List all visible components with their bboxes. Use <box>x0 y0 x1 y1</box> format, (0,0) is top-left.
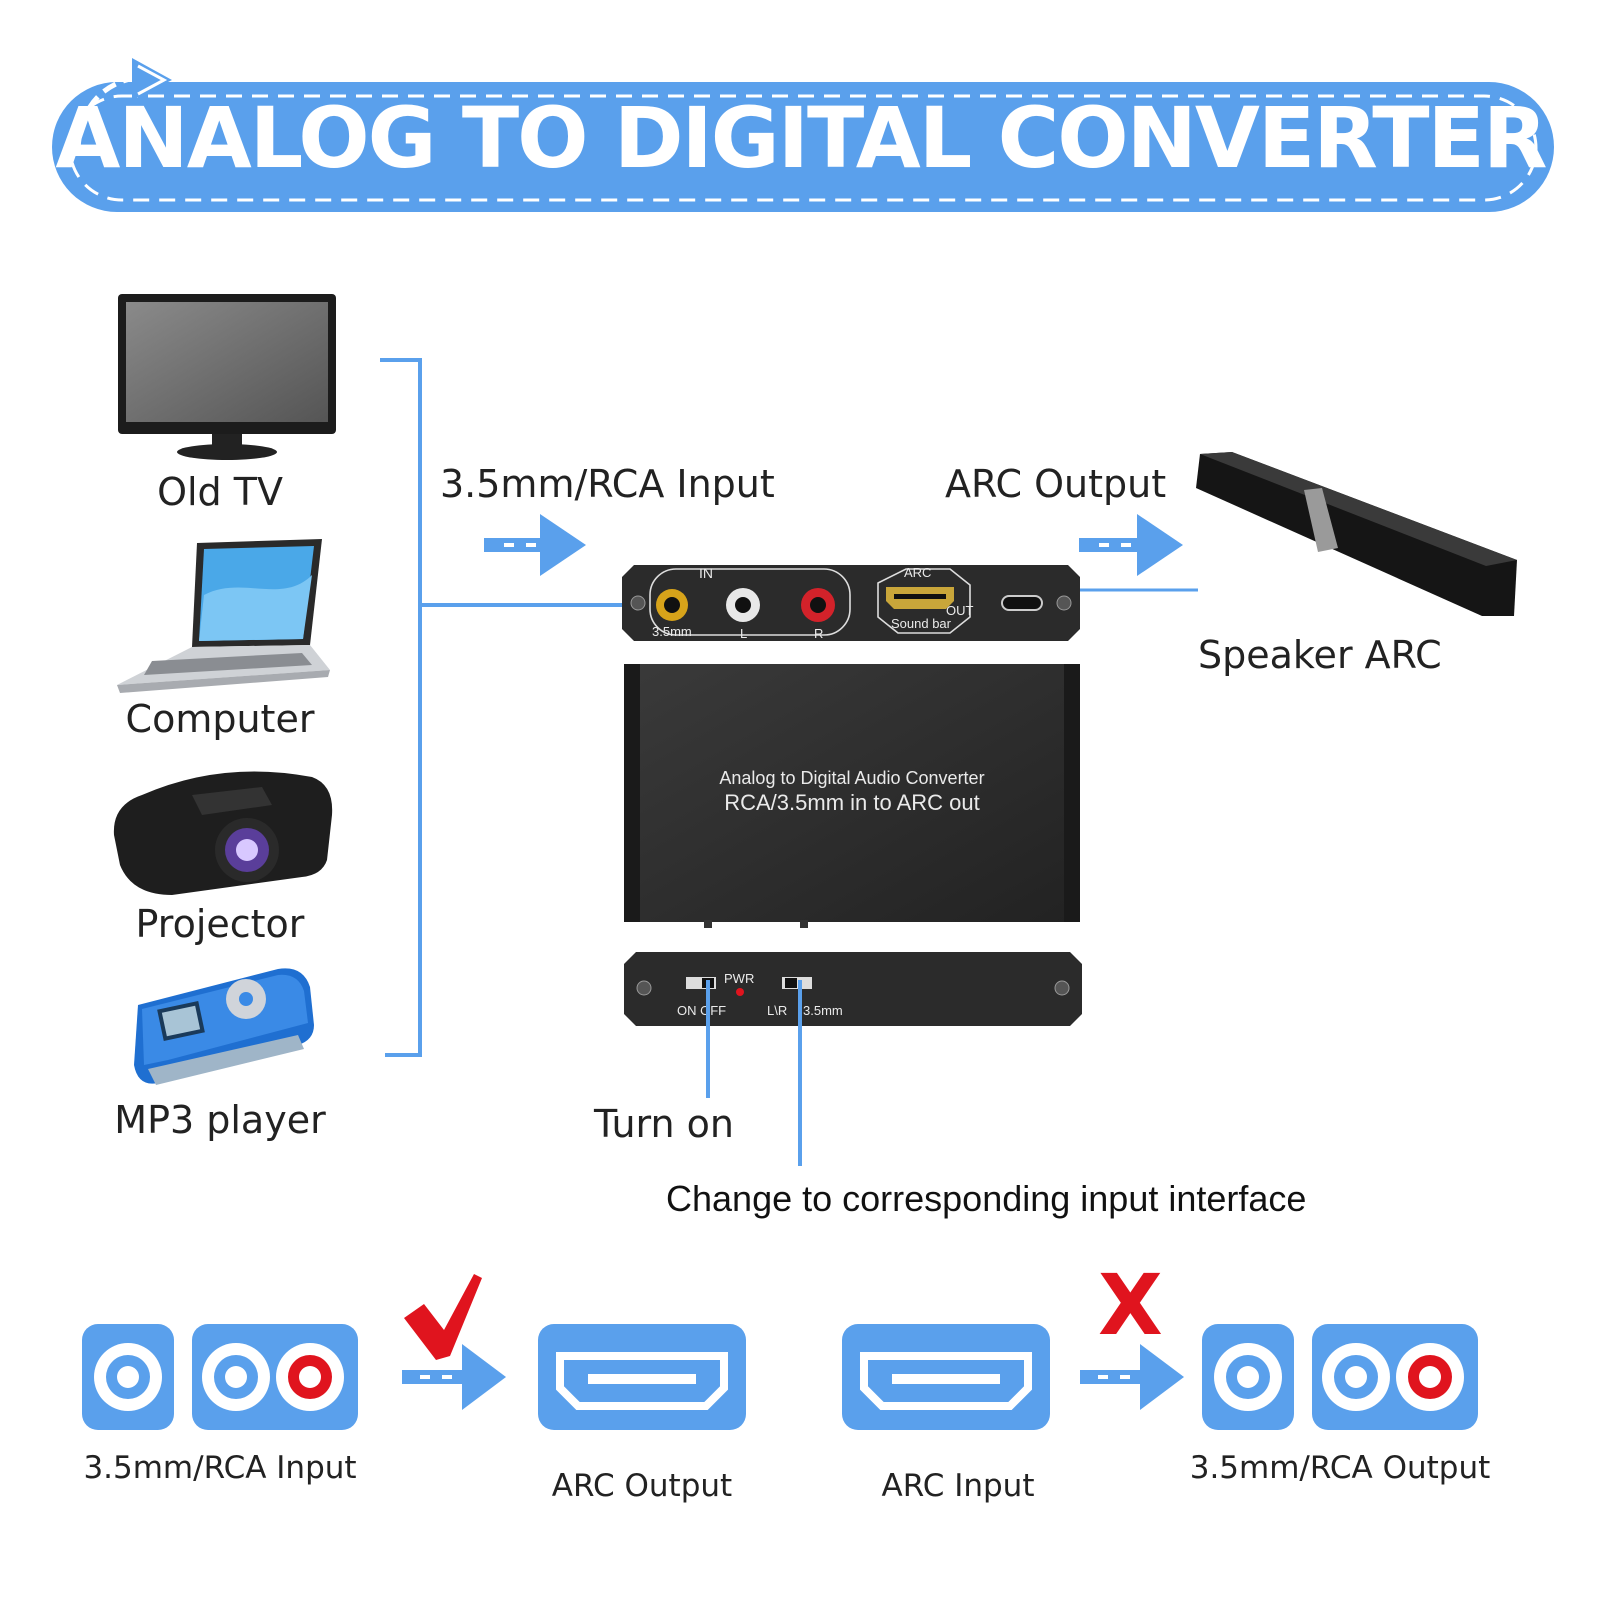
front-jack-label: 3.5mm <box>652 624 692 639</box>
front-left-label: L <box>740 626 748 641</box>
back-jack-label: 3.5mm <box>803 1003 843 1018</box>
cross-mark: X <box>1098 1256 1163 1354</box>
back-onoff-label: ON OFF <box>677 1003 727 1018</box>
change-input-callout: Change to corresponding input interface <box>666 1178 1307 1219</box>
bottom-label-rca-output: 3.5mm/RCA Output <box>1189 1450 1491 1486</box>
device-front-panel <box>622 565 1080 641</box>
source-label-old-tv: Old TV <box>157 470 283 514</box>
bottom-flow <box>82 1274 1478 1430</box>
front-soundbar-label: Sound bar <box>891 616 951 631</box>
mp3-player-icon <box>134 968 314 1085</box>
banner <box>52 58 1554 212</box>
arc-input-hdmi-icon <box>842 1324 1050 1430</box>
page-title: ANALOG TO DIGITAL CONVERTER <box>55 89 1547 187</box>
hdmi-port-icon <box>886 587 954 609</box>
front-right-label: R <box>814 626 824 641</box>
front-in-label: IN <box>699 565 713 581</box>
bottom-arrow-1-icon <box>402 1344 506 1410</box>
source-label-projector: Projector <box>135 902 305 946</box>
bottom-label-arc-output: ARC Output <box>551 1468 733 1504</box>
turn-on-callout: Turn on <box>594 1102 734 1146</box>
device-top-line1: Analog to Digital Audio Converter <box>719 768 985 788</box>
device-top-panel <box>624 664 1080 928</box>
source-label-computer: Computer <box>125 697 315 741</box>
output-flow-label: ARC Output <box>945 462 1167 506</box>
soundbar-icon <box>1196 452 1517 616</box>
check-icon <box>404 1274 482 1360</box>
bottom-arrow-2-icon <box>1080 1344 1184 1410</box>
bottom-label-rca-input: 3.5mm/RCA Input <box>83 1450 357 1486</box>
back-lr-label: L\R <box>767 1003 788 1018</box>
rca-input-icon <box>82 1324 358 1430</box>
power-led-icon <box>736 988 744 996</box>
device-back-panel <box>624 952 1082 1026</box>
front-arc-label: ARC <box>904 565 932 580</box>
tv-icon <box>118 294 336 460</box>
arc-output-hdmi-icon <box>538 1324 746 1430</box>
back-pwr-label: PWR <box>724 971 755 986</box>
source-label-mp3-player: MP3 player <box>114 1098 326 1142</box>
rca-output-icon <box>1202 1324 1478 1430</box>
callout-lines <box>706 980 802 1166</box>
laptop-icon <box>117 539 330 693</box>
source-bracket <box>380 358 637 1057</box>
jack-3-5mm-icon <box>656 589 688 621</box>
bottom-label-arc-input: ARC Input <box>881 1468 1035 1504</box>
output-arrow-icon <box>1079 514 1183 576</box>
rca-right-icon <box>801 588 835 622</box>
device-top-line2: RCA/3.5mm in to ARC out <box>724 790 980 815</box>
speaker-label: Speaker ARC <box>1198 633 1442 677</box>
input-arrow-icon <box>484 514 586 576</box>
input-flow-label: 3.5mm/RCA Input <box>440 462 775 506</box>
rca-left-icon <box>726 588 760 622</box>
front-out-label: OUT <box>946 603 974 618</box>
input-select-switch <box>782 977 812 989</box>
projector-icon <box>113 771 333 895</box>
